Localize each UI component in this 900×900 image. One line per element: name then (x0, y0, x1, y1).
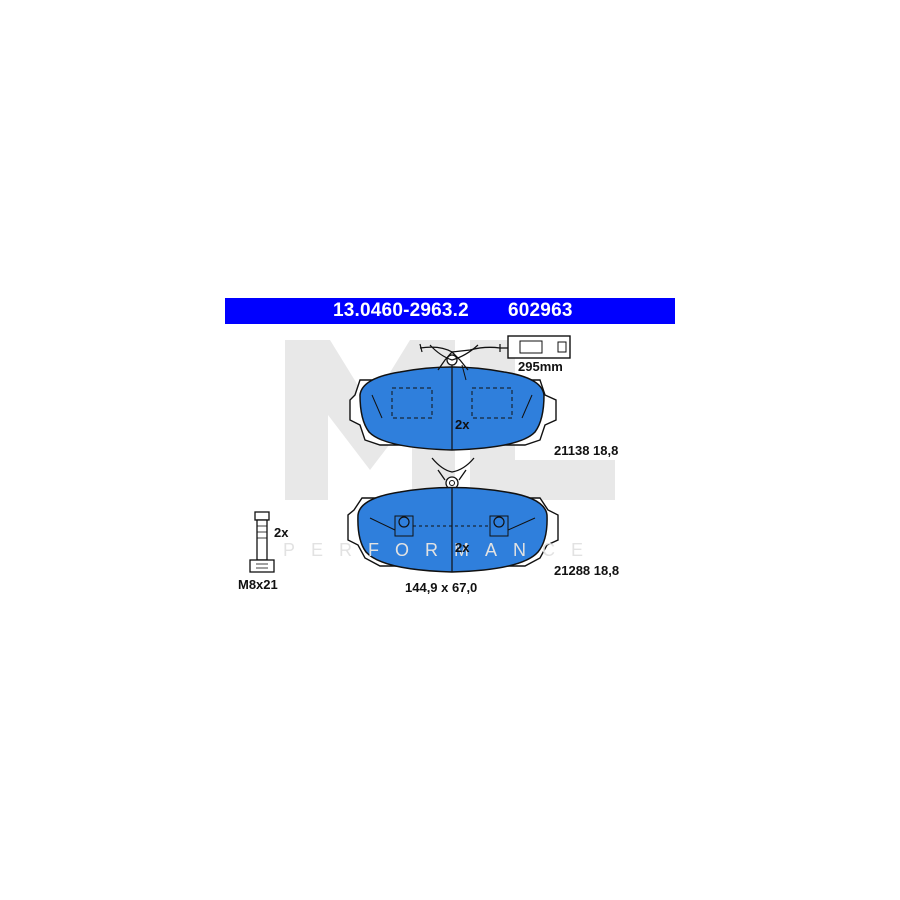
reference-number: 602963 (508, 300, 573, 321)
pad-dimensions: 144,9 x 67,0 (405, 580, 478, 595)
wire-length-label: 295mm (518, 359, 563, 374)
spring-clip (431, 457, 475, 490)
bottom-pad-quantity: 2x (455, 540, 470, 555)
top-pad-code: 21138 18,8 (554, 443, 619, 458)
top-pad-quantity: 2x (455, 417, 470, 432)
top-brake-pad (349, 344, 557, 451)
bolt-quantity: 2x (274, 525, 289, 540)
wear-sensor (419, 335, 571, 381)
part-header-bar: 13.0460-2963.2 602963 (225, 298, 675, 324)
bolt-size: M8x21 (238, 577, 278, 592)
bottom-brake-pad (347, 486, 559, 573)
bottom-pad-code: 21288 18,8 (554, 563, 620, 578)
bolt (249, 511, 275, 573)
watermark-text: PERFORMANCE (283, 540, 600, 560)
part-number: 13.0460-2963.2 (333, 300, 469, 321)
